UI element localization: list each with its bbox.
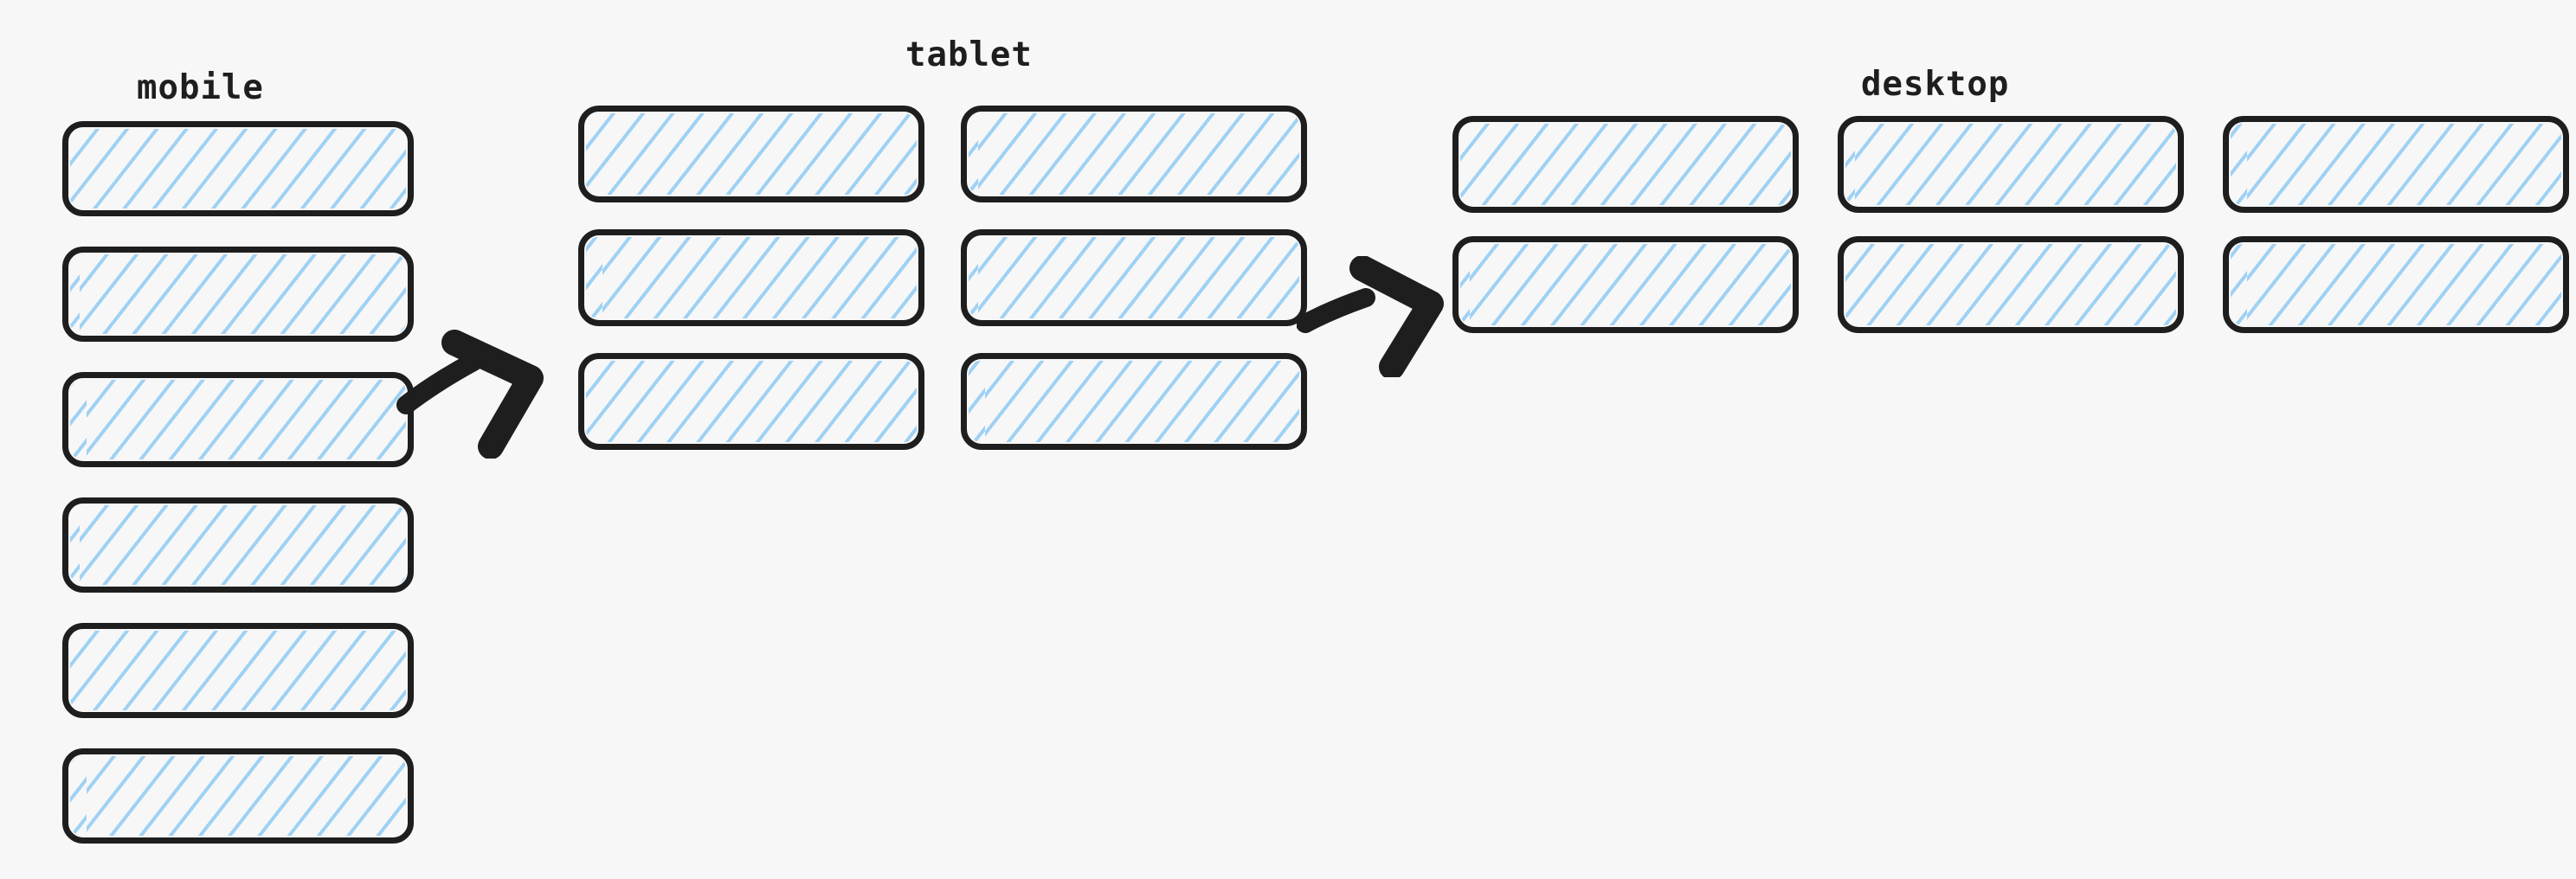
tablet-box-5 (578, 353, 933, 464)
desktop-box-2 (1838, 116, 2193, 227)
desktop-box-grid (1452, 116, 2576, 347)
mobile-box-5 (62, 623, 422, 732)
arrow-mobile-to-tablet-icon (396, 330, 544, 459)
desktop-group-label: desktop (1861, 65, 2010, 104)
mobile-box-2 (62, 247, 422, 356)
desktop-box-1 (1452, 116, 1807, 227)
tablet-box-4 (961, 229, 1316, 340)
tablet-box-grid (578, 106, 1316, 464)
mobile-box-stack (62, 121, 422, 857)
tablet-group-label: tablet (905, 35, 1033, 74)
tablet-box-3 (578, 229, 933, 340)
tablet-box-2 (961, 106, 1316, 216)
desktop-box-6 (2223, 236, 2576, 347)
desktop-box-4 (1452, 236, 1807, 347)
mobile-box-6 (62, 748, 422, 857)
mobile-box-1 (62, 121, 422, 230)
tablet-box-1 (578, 106, 933, 216)
tablet-box-6 (961, 353, 1316, 464)
mobile-group-label: mobile (137, 68, 264, 107)
desktop-box-5 (1838, 236, 2193, 347)
desktop-box-3 (2223, 116, 2576, 227)
arrow-tablet-to-desktop-icon (1297, 256, 1444, 377)
mobile-box-3 (62, 372, 422, 481)
mobile-box-4 (62, 497, 422, 606)
